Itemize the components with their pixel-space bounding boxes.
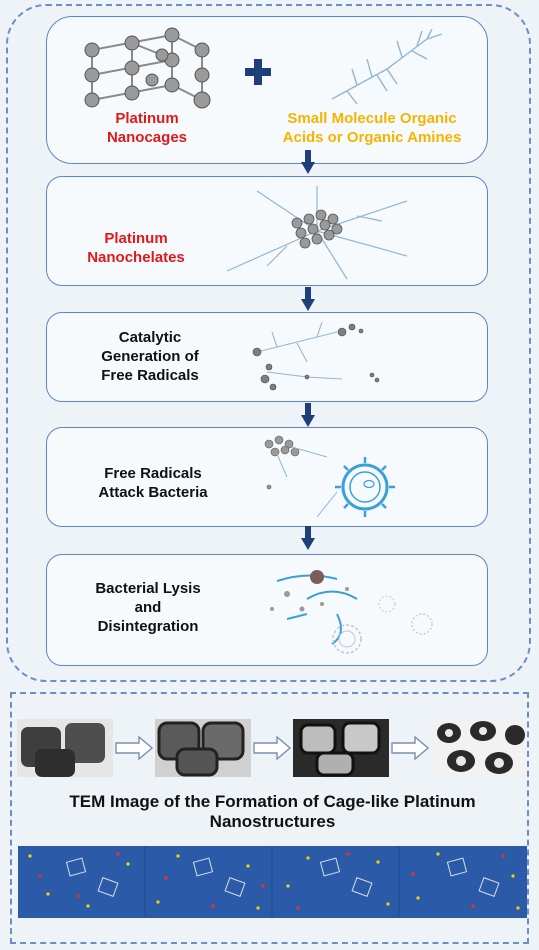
right-arrow-icon xyxy=(391,736,429,760)
down-arrow-icon xyxy=(301,150,315,174)
process-panel xyxy=(6,4,531,682)
down-arrow-icon xyxy=(301,287,315,311)
right-arrow-icon xyxy=(253,736,291,760)
bacterial-lysis-illustration xyxy=(270,570,433,654)
plus-icon xyxy=(245,59,271,85)
right-arrow-icon xyxy=(115,736,153,760)
bacteria-attack-illustration xyxy=(264,435,395,518)
tem-image-1 xyxy=(17,719,113,777)
tem-caption: TEM Image of the Formation of Cage-like … xyxy=(69,792,476,831)
down-arrow-icon xyxy=(301,403,315,427)
tem-image-2 xyxy=(155,719,251,777)
nanochelate-illustration xyxy=(226,186,408,280)
tem-panel xyxy=(10,692,529,944)
down-arrow-icon xyxy=(301,526,315,550)
tem-image-3 xyxy=(293,719,389,777)
platinum-nanocage-illustration xyxy=(84,27,211,109)
tem-image-4 xyxy=(431,719,527,777)
free-radical-generation-illustration xyxy=(252,321,380,391)
organic-molecule-illustration xyxy=(331,29,443,105)
nanostructure-strip-image xyxy=(18,846,527,918)
